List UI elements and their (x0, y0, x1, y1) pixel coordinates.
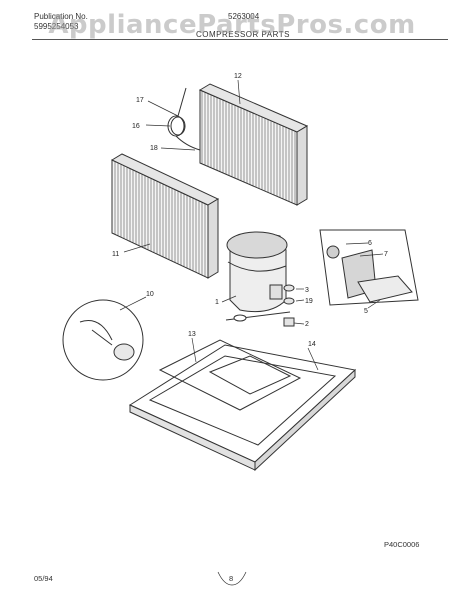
watermark: AppliancePartsPros.com (48, 10, 416, 40)
callout-6: 6 (368, 240, 372, 247)
overload-parts (283, 284, 295, 327)
motor-detail-circle (62, 299, 144, 381)
callout-2: 2 (305, 321, 309, 328)
callout-13: 13 (188, 331, 196, 338)
footer-date: 05/94 (34, 574, 53, 583)
callout-16: 16 (132, 123, 140, 130)
callout-10: 10 (146, 291, 154, 298)
callout-19: 19 (305, 298, 313, 305)
callout-5: 5 (364, 308, 368, 315)
gasket (158, 339, 302, 411)
callout-labels: 17 12 16 18 11 6 7 10 3 19 1 5 2 13 14 (112, 73, 388, 348)
callout-3: 3 (305, 287, 309, 294)
publication-number: 5995254053 (34, 22, 79, 31)
model-number: 5263004 (228, 12, 260, 21)
condenser-coil (110, 153, 220, 279)
diagram-code: P40C0006 (384, 540, 420, 549)
callout-12: 12 (234, 73, 242, 80)
compressor (225, 231, 291, 322)
footer-page-number: 8 (229, 574, 234, 583)
callout-14: 14 (308, 341, 316, 348)
terminal-cover-assembly (319, 229, 419, 306)
callout-18: 18 (150, 145, 158, 152)
capillary-tube (167, 87, 201, 151)
section-title: COMPRESSOR PARTS (196, 30, 290, 39)
callout-1: 1 (215, 299, 219, 306)
header-rule (32, 39, 448, 40)
callout-7: 7 (384, 251, 388, 258)
callout-11: 11 (112, 251, 119, 258)
evaporator-coil (198, 83, 309, 206)
callout-17: 17 (136, 97, 144, 104)
publication-label: Publication No. (34, 12, 88, 21)
leader-lines (119, 79, 384, 371)
base-pan (128, 344, 357, 472)
